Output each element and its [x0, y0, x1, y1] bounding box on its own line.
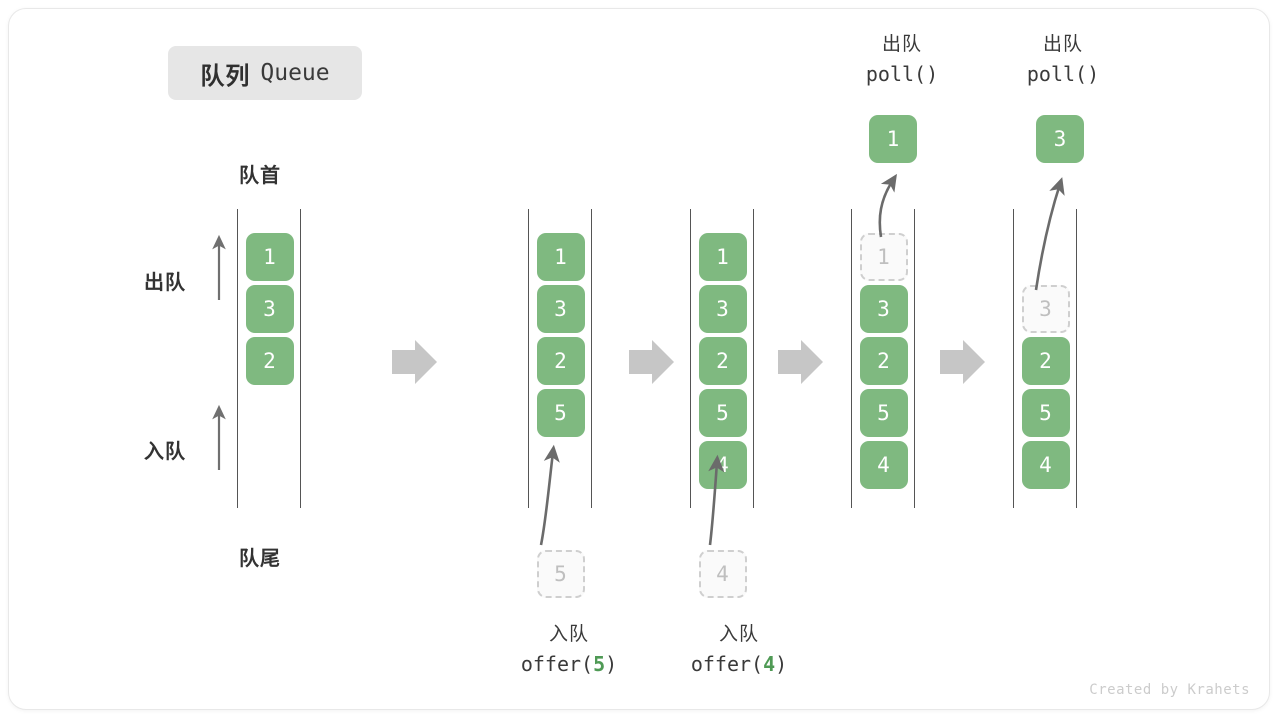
queue-cell-filled: 5 — [859, 389, 908, 437]
pending-enqueue-cell: 5 — [536, 550, 585, 598]
offer-label-4-fn: offer( — [690, 652, 764, 677]
queue-cell-filled: 3 — [859, 285, 908, 333]
offer-label-5-close: ) — [605, 652, 618, 677]
queue-cell-filled: 5 — [536, 389, 585, 437]
queue-rail-left — [690, 209, 691, 508]
poll-label-1-code: poll() — [865, 62, 939, 87]
offer-label-5-num: 5 — [593, 652, 606, 677]
queue-cell-filled: 5 — [698, 389, 747, 437]
queue-cell-filled: 5 — [1021, 389, 1070, 437]
queue-rail-left — [528, 209, 529, 508]
queue-rail-right — [914, 209, 915, 508]
offer-label-4-code: offer(4) — [659, 649, 819, 680]
dequeued-cell: 1 — [869, 115, 917, 163]
dequeued-cell: 3 — [1036, 115, 1084, 163]
title-cn: 队列 — [200, 62, 251, 90]
offer-label-5-cn: 入队 — [548, 624, 589, 645]
title-en: Queue — [260, 60, 330, 86]
queue-cell-filled: 2 — [859, 337, 908, 385]
queue-cell-filled: 4 — [698, 441, 747, 489]
offer-label-5-fn: offer( — [520, 652, 594, 677]
poll-label-1-cn: 出队 — [881, 34, 922, 55]
queue-cell-filled: 2 — [536, 337, 585, 385]
queue-cell-filled: 2 — [245, 337, 294, 385]
diagram-title-badge: 队列 Queue — [168, 46, 362, 100]
queue-rail-right — [753, 209, 754, 508]
queue-cell-ghost: 3 — [1021, 285, 1070, 333]
queue-cell-filled: 4 — [1021, 441, 1070, 489]
queue-cell-filled: 3 — [245, 285, 294, 333]
dequeue-direction-label: 出队 — [144, 272, 186, 294]
queue-cell-filled: 2 — [1021, 337, 1070, 385]
queue-cell-filled: 3 — [698, 285, 747, 333]
queue-rail-left — [237, 209, 238, 508]
offer-label-4-num: 4 — [763, 652, 776, 677]
poll-label-2: 出队 poll() — [983, 30, 1143, 90]
queue-rail-right — [300, 209, 301, 508]
queue-rail-left — [851, 209, 852, 508]
watermark: Created by Krahets — [1089, 682, 1250, 698]
queue-cell-filled: 1 — [245, 233, 294, 281]
diagram-card — [8, 8, 1270, 710]
queue-cell-ghost: 1 — [859, 233, 908, 281]
offer-label-5: 入队 offer(5) — [489, 620, 649, 680]
offer-label-5-code: offer(5) — [489, 649, 649, 680]
queue-head-label: 队首 — [239, 165, 281, 187]
queue-rail-right — [591, 209, 592, 508]
poll-label-1: 出队 poll() — [822, 30, 982, 90]
queue-rail-right — [1076, 209, 1077, 508]
offer-label-4-close: ) — [775, 652, 788, 677]
queue-cell-filled: 3 — [536, 285, 585, 333]
offer-label-4: 入队 offer(4) — [659, 620, 819, 680]
queue-cell-filled: 2 — [698, 337, 747, 385]
queue-rail-left — [1013, 209, 1014, 508]
queue-cell-filled: 1 — [698, 233, 747, 281]
queue-cell-filled: 4 — [859, 441, 908, 489]
enqueue-direction-label: 入队 — [144, 441, 186, 463]
pending-enqueue-cell: 4 — [698, 550, 747, 598]
queue-cell-filled: 1 — [536, 233, 585, 281]
offer-label-4-cn: 入队 — [718, 624, 759, 645]
poll-label-2-cn: 出队 — [1042, 34, 1083, 55]
queue-tail-label: 队尾 — [239, 548, 281, 570]
poll-label-2-code: poll() — [1026, 62, 1100, 87]
